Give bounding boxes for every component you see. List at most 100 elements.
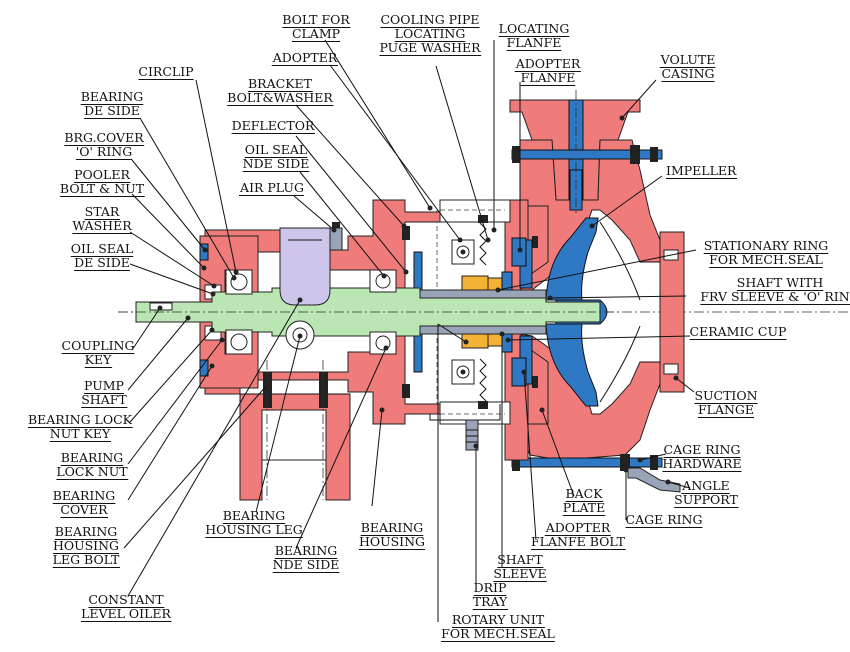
label-brg-cover-oring: BRG.COVER'O' RING: [64, 130, 145, 160]
label-cooling-pipe-line: PUGE WASHER: [379, 40, 481, 55]
label-bolt-for-clamp-line: CLAMP: [292, 26, 340, 41]
label-pooler-bolt-line: BOLT & NUT: [60, 181, 145, 196]
label-stationary-ring-line: FOR MECH.SEAL: [709, 252, 823, 267]
angle-support: [627, 467, 681, 493]
label-deflector: DEFLECTOR: [231, 118, 315, 134]
label-rotary-unit-line: ROTARY UNIT: [452, 612, 545, 627]
label-volute-casing-line: CASING: [661, 66, 714, 81]
label-ceramic-cup-line: CERAMIC CUP: [690, 324, 787, 339]
label-bracket-bolt-line: BRACKET: [248, 76, 313, 91]
label-coupling-key-line: COUPLING: [62, 338, 135, 353]
shaft-sleeve: [419, 289, 547, 299]
label-adopter-flanfe-line: FLANFE: [521, 70, 576, 85]
label-pump-shaft-line: SHAFT: [81, 392, 127, 407]
label-bearing-housing-leg-bolt-line: HOUSING: [53, 538, 119, 553]
bearing-de-side: [225, 269, 253, 355]
label-oil-seal-de-line: DE SIDE: [74, 255, 130, 270]
tie-rods: [511, 145, 663, 471]
label-cage-ring-line: CAGE RING: [626, 512, 703, 527]
label-bearing-lock-nut-key-line: BEARING LOCK: [28, 412, 133, 427]
label-cooling-pipe-line: LOCATING: [395, 26, 466, 41]
label-air-plug: AIR PLUG: [239, 180, 304, 196]
label-brg-cover-oring-line: 'O' RING: [76, 144, 132, 159]
label-bracket-bolt-line: BOLT&WASHER: [227, 90, 333, 105]
bearing-nde-side: [369, 269, 397, 355]
label-cage-ring: CAGE RING: [625, 512, 703, 528]
leader-lines: [123, 39, 697, 622]
label-bearing-de-side-line: BEARING: [81, 89, 144, 104]
label-brg-cover-oring-line: BRG.COVER: [64, 130, 144, 145]
label-back-plate-line: PLATE: [563, 500, 606, 515]
label-stationary-ring-line: STATIONARY RING: [704, 238, 829, 253]
label-impeller: IMPELLER: [666, 163, 737, 179]
label-circlip-line: CIRCLIP: [138, 64, 193, 79]
label-bolt-for-clamp-line: BOLT FOR: [282, 12, 350, 27]
label-air-plug-line: AIR PLUG: [239, 180, 304, 195]
label-star-washer-line: STAR: [85, 204, 120, 219]
label-constant-level-oiler-line: CONSTANT: [88, 592, 164, 607]
label-bearing-lock-nut-key-line: NUT KEY: [50, 426, 111, 441]
label-oil-seal-nde-line: OIL SEAL: [245, 142, 307, 157]
label-volute-casing-line: VOLUTE: [660, 52, 716, 67]
label-shaft-sleeve-line: SHAFT: [497, 552, 543, 567]
label-bearing-cover-line: BEARING: [53, 488, 116, 503]
label-cage-ring-hardware-line: HARDWARE: [662, 456, 741, 471]
label-angle-support-line: SUPPORT: [674, 492, 738, 507]
label-bearing-nde-side-line: NDE SIDE: [273, 557, 340, 572]
label-adopter-line: ADOPTER: [272, 50, 338, 65]
label-adopter: ADOPTER: [271, 50, 338, 66]
label-angle-support-line: ANGLE: [681, 478, 729, 493]
label-constant-level-oiler-line: LEVEL OILER: [81, 606, 171, 621]
label-shaft-with-frv-line: SHAFT WITH: [737, 275, 824, 290]
label-rotary-unit-line: FOR MECH.SEAL: [441, 626, 555, 641]
label-bearing-lock-nut-line: LOCK NUT: [56, 464, 128, 479]
label-bearing-nde-side-line: BEARING: [275, 543, 338, 558]
label-bearing-housing-leg-line: BEARING: [223, 508, 286, 523]
label-bearing-housing-line: BEARING: [361, 520, 424, 535]
label-locating-flanfe-line: FLANFE: [507, 35, 562, 50]
label-bearing-cover-line: COVER: [60, 502, 108, 517]
label-back-plate-line: BACK: [565, 486, 603, 501]
label-circlip: CIRCLIP: [138, 64, 194, 80]
label-deflector-line: DEFLECTOR: [232, 118, 315, 133]
label-suction-flange-line: FLANGE: [698, 402, 754, 417]
label-shaft-sleeve-line: SLEEVE: [493, 566, 546, 581]
label-oil-seal-de-line: OIL SEAL: [71, 241, 133, 256]
label-bearing-de-side-line: DE SIDE: [84, 103, 140, 118]
label-coupling-key-line: KEY: [85, 352, 112, 367]
label-star-washer-line: WASHER: [72, 218, 132, 233]
label-bearing-housing-line: HOUSING: [359, 534, 425, 549]
label-locating-flanfe-line: LOCATING: [499, 21, 570, 36]
label-impeller-line: IMPELLER: [666, 163, 737, 178]
label-drip-tray-line: DRIP: [474, 580, 507, 595]
label-adopter-flanfe-bolt-line: FLANFE BOLT: [531, 534, 626, 549]
label-bearing-housing-leg-line: HOUSING LEG: [205, 522, 303, 537]
label-drip-tray-line: TRAY: [473, 594, 508, 609]
label-bearing-lock-nut-line: BEARING: [61, 450, 124, 465]
label-cooling-pipe-line: COOLING PIPE: [380, 12, 479, 27]
